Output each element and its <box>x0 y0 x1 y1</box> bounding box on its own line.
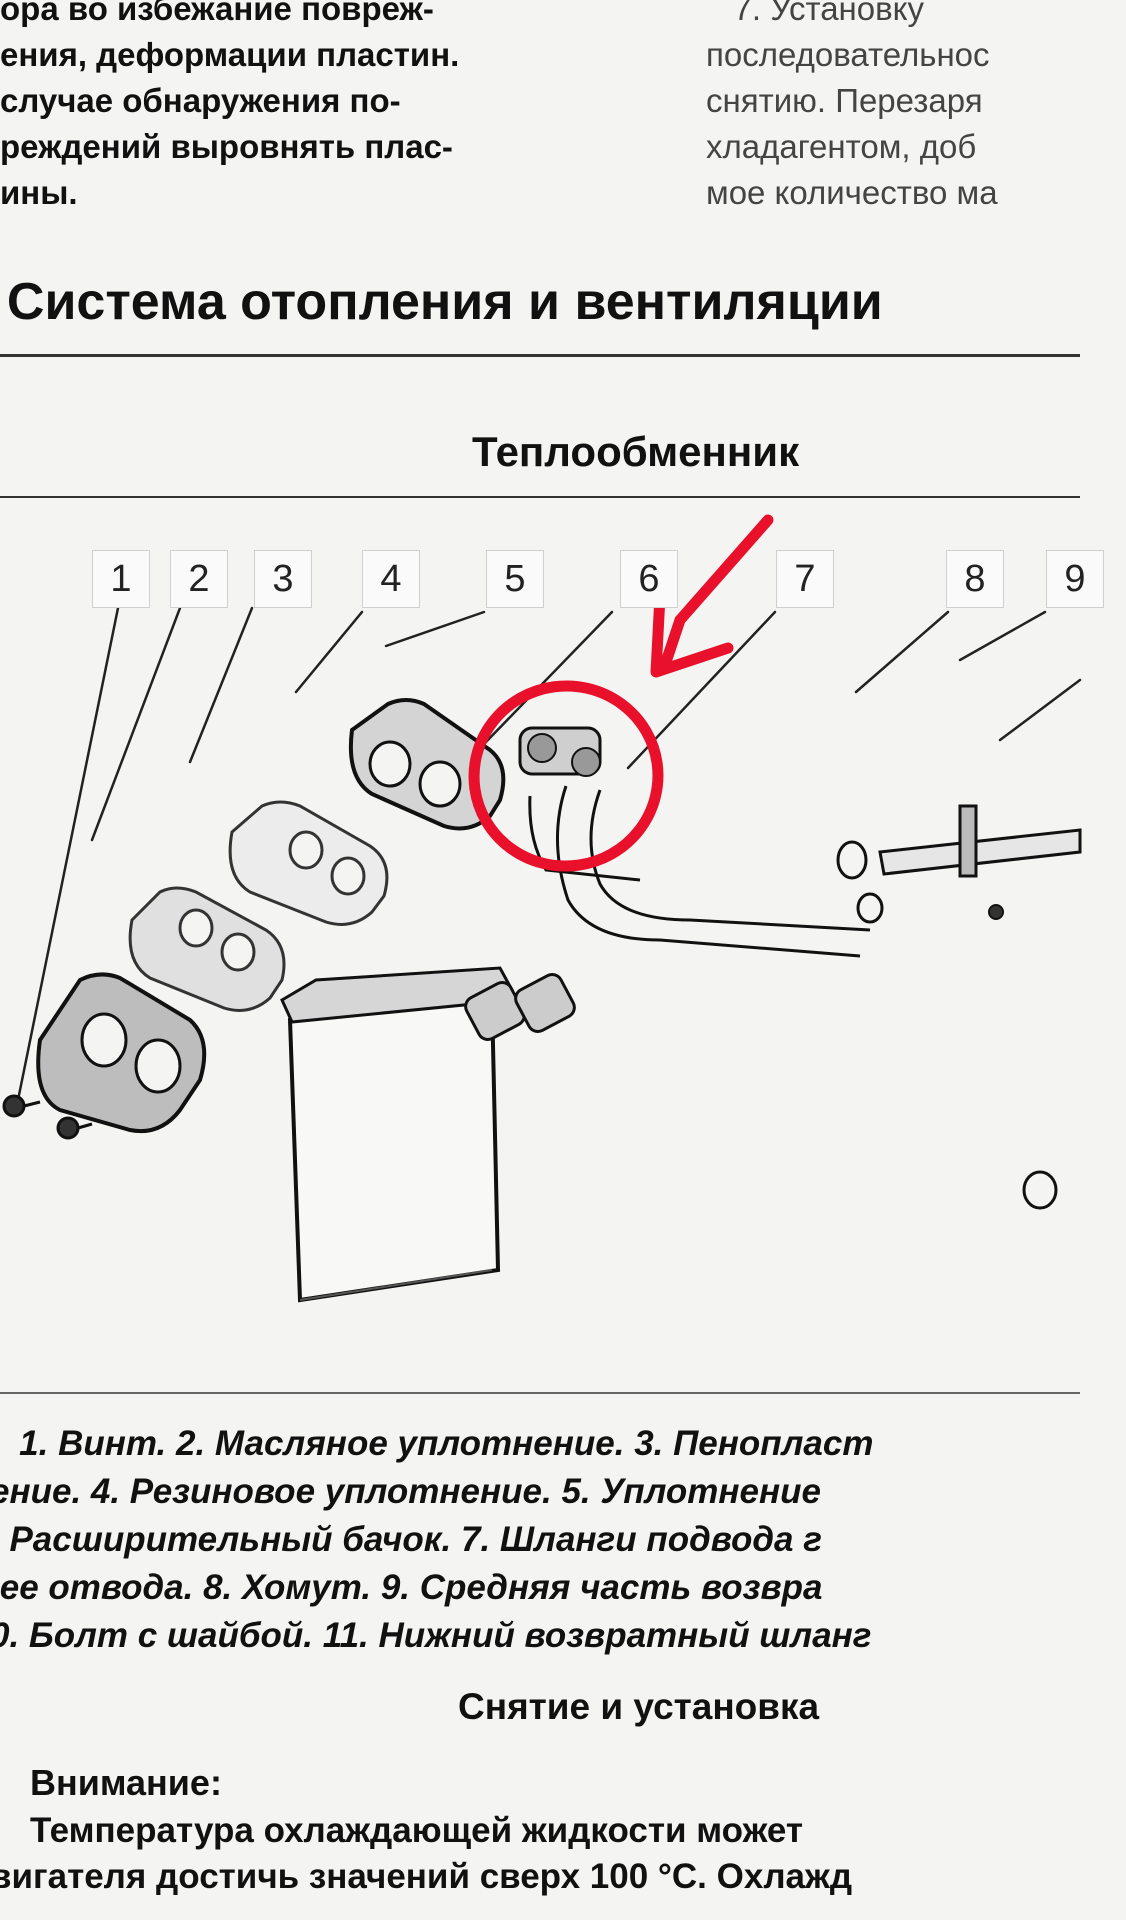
section-rule <box>0 354 1080 357</box>
hoses-part <box>528 785 871 958</box>
screw-parts <box>2 1094 93 1140</box>
callout-5: 5 <box>486 550 544 608</box>
leader-lines <box>16 606 1082 1102</box>
text-line: реждений выровнять плас- <box>0 128 453 165</box>
subsection-title: Снятие и установка <box>458 1686 820 1727</box>
expansion-tank-part <box>518 726 602 777</box>
warning-label: Внимание: <box>30 1762 222 1803</box>
text-line: мое количество ма <box>706 174 998 211</box>
manual-page: ора во избежание повреж- ения, деформаци… <box>0 0 1104 1896</box>
figure-top-rule <box>0 496 1080 498</box>
rubber-seal-part <box>228 800 389 926</box>
exploded-view-drawing <box>2 514 1082 1303</box>
figure-caption: 1. Винт. 2. Масляное уплотнение. 3. Пено… <box>0 1420 1110 1660</box>
figure-bottom-rule <box>0 1392 1080 1394</box>
callout-1: 1 <box>92 550 150 608</box>
text-line: ения, деформации пластин. <box>0 36 460 73</box>
text-line: снятию. Перезаря <box>706 82 983 119</box>
top-left-column: ора во избежание повреж- ения, деформаци… <box>0 0 640 216</box>
heater-core-part <box>280 966 576 1303</box>
section-title: . Система отопления и вентиляции <box>0 273 883 331</box>
callout-2: 2 <box>170 550 228 608</box>
warning-text: Температура охлаждающей жидкости может в… <box>0 1808 1110 1900</box>
callout-8: 8 <box>946 550 1004 608</box>
warning-line: вигателя достичь значений сверх 100 °С. … <box>0 1857 853 1896</box>
seal-housing-part <box>348 698 506 831</box>
text-line: ора во избежание повреж- <box>0 0 434 27</box>
oil-seal-part <box>36 972 207 1133</box>
callout-3: 3 <box>254 550 312 608</box>
callout-4: 4 <box>362 550 420 608</box>
heater-core-diagram: 1 2 3 4 5 6 7 8 9 <box>0 500 1104 1390</box>
top-right-column: 7. Установку последовательнос снятию. Пе… <box>706 0 1126 216</box>
callout-9: 9 <box>1046 550 1104 608</box>
figure-title: Теплообменник <box>472 428 800 475</box>
text-line: 7. Установку <box>706 0 924 27</box>
callout-6: 6 <box>620 550 678 608</box>
text-line: ины. <box>0 174 78 211</box>
caption-line: ее отвода. 8. Хомут. 9. Средняя часть во… <box>0 1568 823 1607</box>
text-line: последовательнос <box>706 36 990 73</box>
clamp-parts <box>836 840 1058 1210</box>
caption-line: 0. Болт с шайбой. 11. Нижний возвратный … <box>0 1616 872 1655</box>
return-pipe-part <box>878 804 1082 920</box>
caption-line: . Расширительный бачок. 7. Шланги подвод… <box>0 1520 822 1559</box>
text-line: хладагентом, доб <box>706 128 977 165</box>
red-annotation <box>468 514 774 872</box>
text-line: случае обнаружения по- <box>0 82 401 119</box>
warning-line: Температура охлаждающей жидкости может <box>30 1811 804 1850</box>
caption-line: ение. 4. Резиновое уплотнение. 5. Уплотн… <box>0 1472 821 1511</box>
callout-7: 7 <box>776 550 834 608</box>
foam-seal-part <box>128 886 286 1012</box>
caption-line: 1. Винт. 2. Масляное уплотнение. 3. Пено… <box>0 1424 874 1463</box>
